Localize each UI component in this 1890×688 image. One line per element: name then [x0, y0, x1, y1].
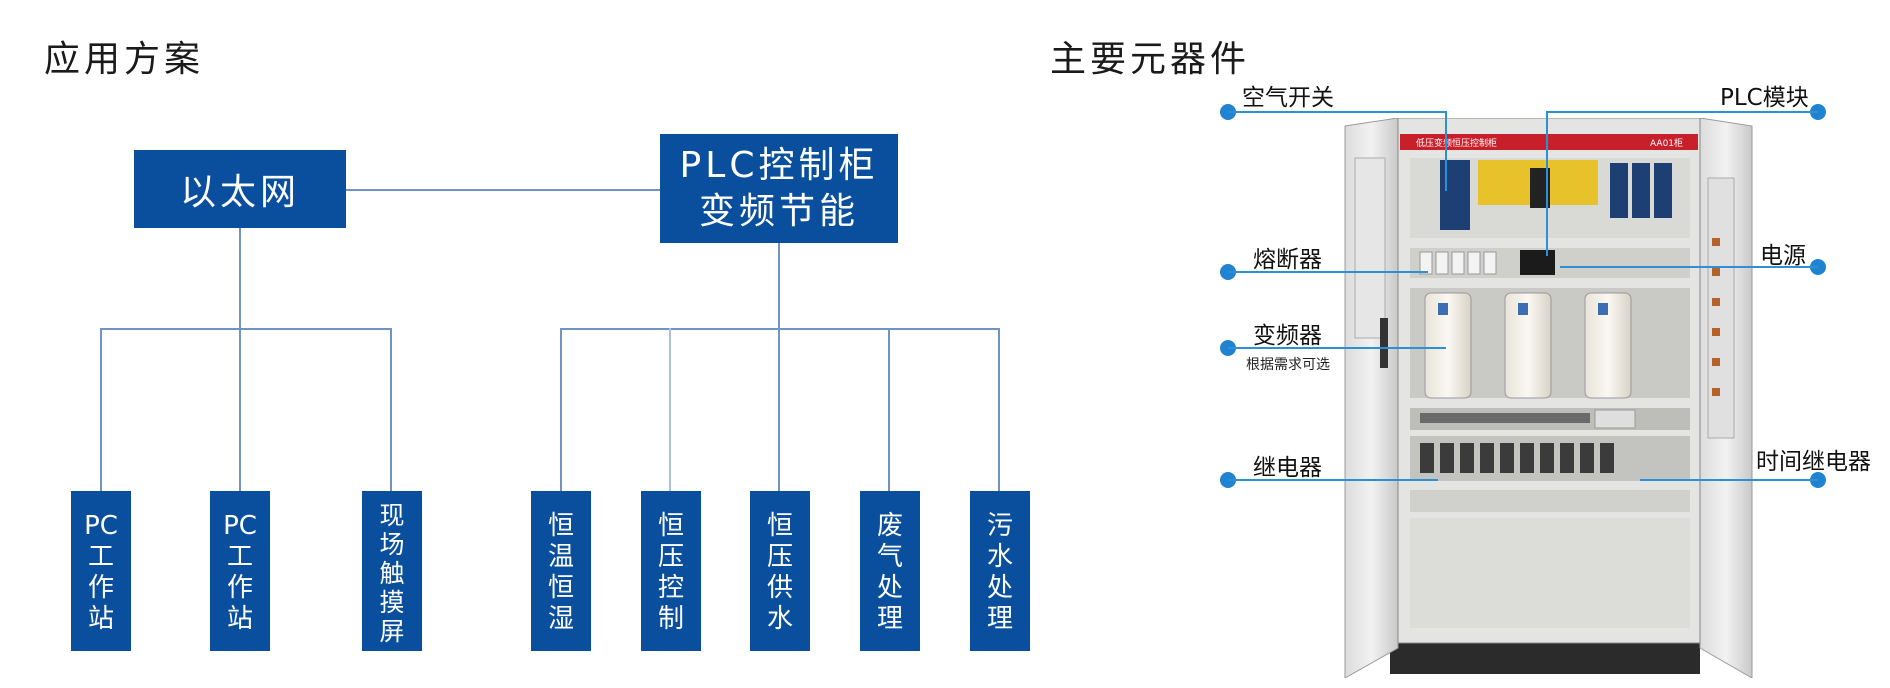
fuse-label: 熔断器	[1253, 247, 1322, 273]
air-switch-label: 空气开关	[1242, 85, 1334, 111]
callout-line	[1445, 111, 1447, 191]
inverter-label: 变频器	[1253, 323, 1322, 349]
callout-line	[1228, 479, 1438, 481]
plc-drop-4	[888, 328, 890, 492]
callout-line	[1228, 271, 1428, 273]
time-relay-label: 时间继电器	[1756, 449, 1871, 475]
plc-module-label: PLC模块	[1720, 85, 1809, 111]
cabinet-header-right: AA01柜	[1650, 137, 1683, 149]
pc-workstation-box-1: PC 工 作 站	[71, 491, 131, 651]
plc-drop-5	[998, 328, 1000, 492]
pc-workstation-box-2: PC 工 作 站	[210, 491, 270, 651]
ethernet-drop-3	[390, 328, 392, 492]
cabinet-header-left: 低压变频恒压控制柜	[1416, 137, 1497, 149]
ethernet-box: 以太网	[134, 150, 346, 228]
callout-line	[1228, 347, 1446, 349]
touchscreen-box: 现 场 触 摸 屏	[362, 491, 422, 651]
plc-box-line1: PLC控制柜	[679, 144, 879, 186]
power-label: 电源	[1760, 243, 1806, 269]
ethernet-drop-1	[100, 328, 102, 492]
plc-cabinet-box: PLC控制柜 变频节能	[660, 134, 898, 243]
callout-dot	[1810, 259, 1826, 275]
constant-pressure-control-box: 恒 压 控 制	[641, 491, 701, 651]
control-cabinet-image: 低压变频恒压控制柜 AA01柜	[1344, 118, 1753, 678]
plc-trunk	[778, 243, 780, 492]
plc-box-line2: 变频节能	[698, 190, 859, 232]
callout-dot	[1810, 104, 1826, 120]
callout-dot	[1810, 472, 1826, 488]
ethernet-bus	[100, 328, 392, 330]
inverter-note: 根据需求可选	[1246, 357, 1330, 373]
callout-line	[1546, 111, 1548, 256]
callout-line	[1560, 266, 1818, 268]
application-plan-title: 应用方案	[44, 39, 205, 80]
ethernet-plc-link	[346, 189, 660, 191]
plc-drop-1	[560, 328, 562, 492]
constant-pressure-water-box: 恒 压 供 水	[750, 491, 810, 651]
plc-drop-2	[669, 328, 671, 492]
waste-gas-box: 废 气 处 理	[860, 491, 920, 651]
plc-bus	[560, 328, 1000, 330]
relay-label: 继电器	[1253, 455, 1322, 481]
callout-line	[1640, 479, 1818, 481]
callout-line	[1546, 111, 1818, 113]
sewage-box: 污 水 处 理	[970, 491, 1030, 651]
main-components-title: 主要元器件	[1050, 39, 1251, 80]
constant-temp-humidity-box: 恒 温 恒 湿	[531, 491, 591, 651]
ethernet-trunk	[239, 228, 241, 492]
callout-line	[1228, 111, 1446, 113]
